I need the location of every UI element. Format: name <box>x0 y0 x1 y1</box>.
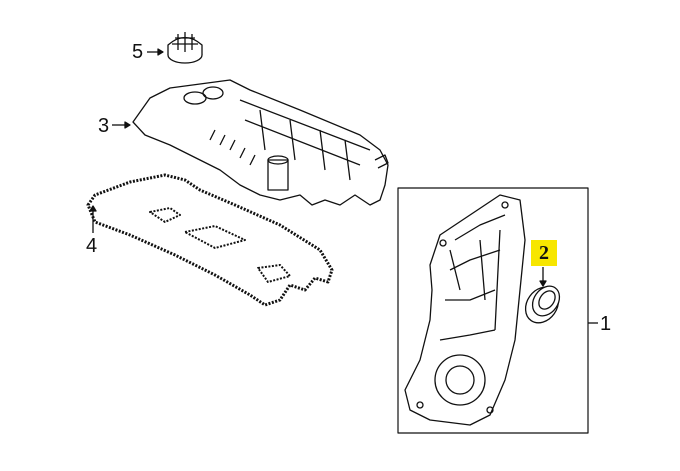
oil-filler-cap[interactable] <box>167 32 203 64</box>
timing-cover[interactable] <box>404 194 526 426</box>
callout-4[interactable]: 4 <box>86 235 98 257</box>
callout-1-frame <box>397 187 589 434</box>
valve-cover-gasket[interactable] <box>86 173 334 307</box>
front-crankshaft-seal[interactable] <box>519 281 565 329</box>
callout-3[interactable]: 3 <box>98 115 110 137</box>
callout-1[interactable]: 1 <box>600 313 612 335</box>
callout-5[interactable]: 5 <box>132 41 144 63</box>
valve-cover[interactable] <box>132 79 389 206</box>
callout-2-highlighted[interactable]: 2 <box>531 240 557 266</box>
